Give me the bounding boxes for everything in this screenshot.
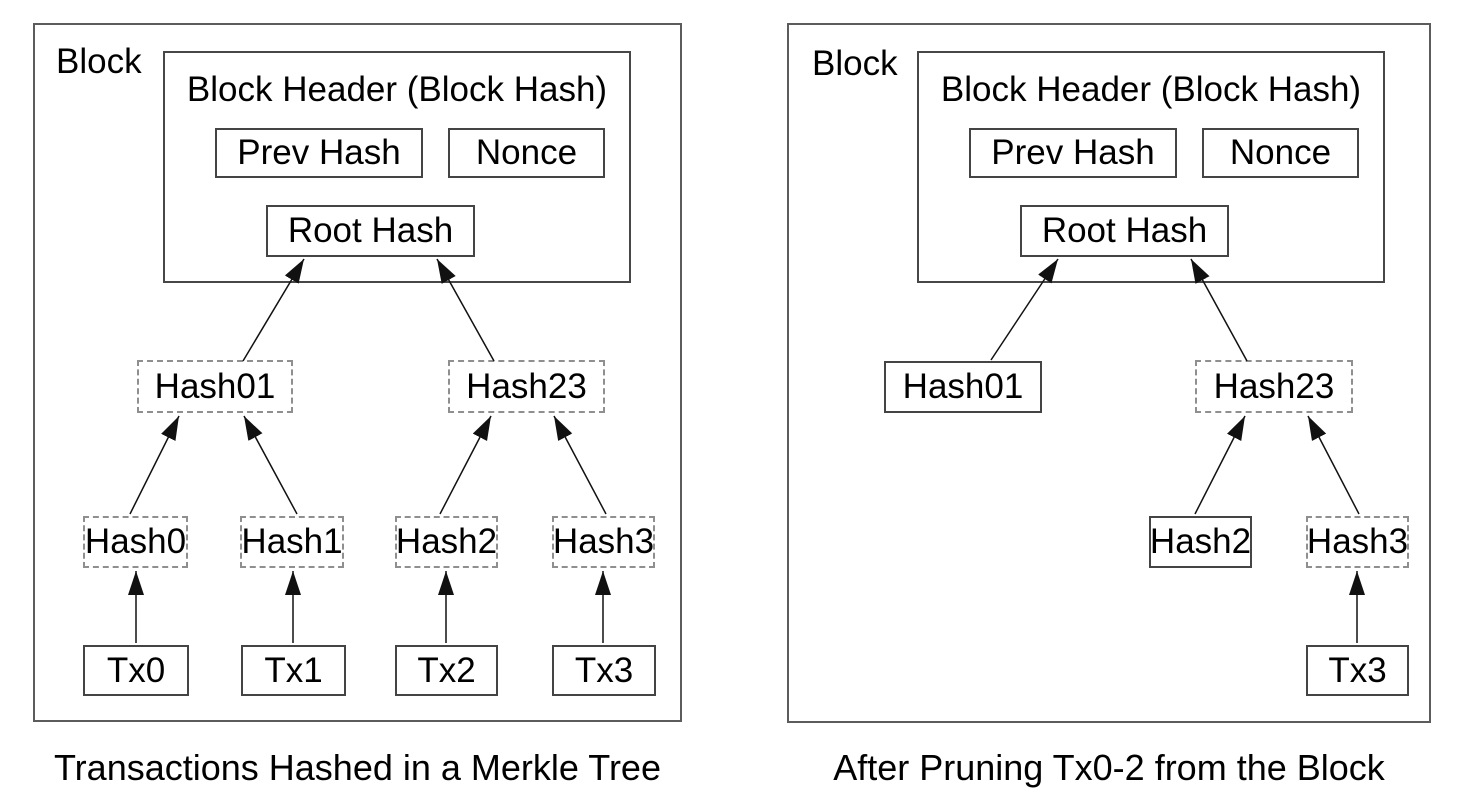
node-hash2: Hash2: [1149, 516, 1252, 568]
node-hash2: Hash2: [395, 516, 498, 568]
nonce-box: Nonce: [1202, 128, 1359, 178]
node-hash3: Hash3: [1306, 516, 1409, 568]
left-caption: Transactions Hashed in a Merkle Tree: [54, 747, 661, 788]
node-hash23: Hash23: [1195, 360, 1353, 413]
node-hash01: Hash01: [884, 361, 1042, 413]
block-label: Block: [56, 42, 142, 81]
node-tx0: Tx0: [83, 645, 189, 696]
root-hash-box: Root Hash: [266, 205, 475, 257]
block-header-title: Block Header (Block Hash): [940, 70, 1362, 109]
block-box: [787, 23, 1431, 723]
node-hash1: Hash1: [240, 516, 344, 568]
prev-hash-box: Prev Hash: [215, 128, 423, 178]
node-hash0: Hash0: [83, 516, 188, 568]
node-hash3: Hash3: [552, 516, 655, 568]
left-panel: Block Block Header (Block Hash) Prev Has…: [33, 23, 682, 788]
node-tx3: Tx3: [552, 645, 656, 696]
node-tx2: Tx2: [395, 645, 498, 696]
node-hash23: Hash23: [448, 360, 605, 413]
node-hash01: Hash01: [137, 360, 293, 413]
right-caption: After Pruning Tx0-2 from the Block: [833, 747, 1385, 788]
root-hash-box: Root Hash: [1020, 205, 1229, 257]
nonce-box: Nonce: [448, 128, 605, 178]
block-label: Block: [812, 44, 898, 83]
prev-hash-box: Prev Hash: [969, 128, 1177, 178]
right-panel: Block Block Header (Block Hash) Prev Has…: [734, 0, 1468, 812]
block-header-title: Block Header (Block Hash): [186, 70, 608, 109]
block-box: [33, 23, 682, 722]
node-tx1: Tx1: [241, 645, 346, 696]
node-tx3: Tx3: [1306, 645, 1409, 696]
